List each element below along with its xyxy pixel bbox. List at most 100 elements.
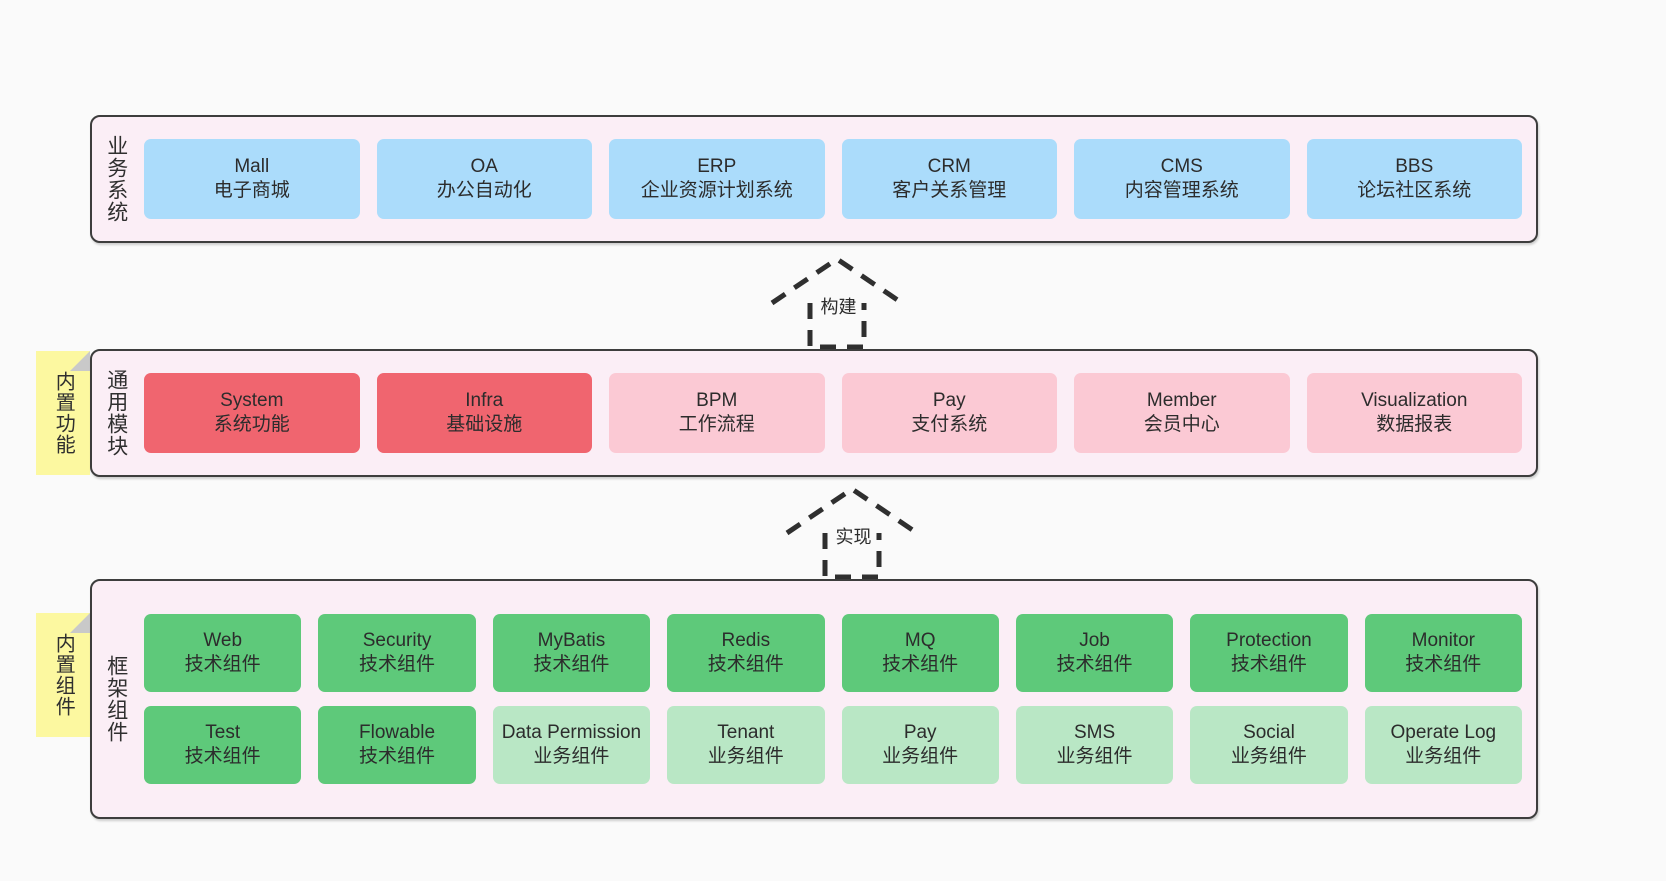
component-card-social[interactable]: Social 业务组件: [1190, 706, 1348, 784]
card-subtitle: 技术组件: [184, 654, 261, 675]
card-title: Web: [203, 630, 243, 652]
card-title: Mall: [234, 156, 270, 178]
component-card-sms[interactable]: SMS 业务组件: [1015, 706, 1174, 784]
component-row: System 系统功能 Infra 基础设施 BPM 工作流程 Pay 支付系统…: [144, 373, 1522, 453]
component-card-visualization[interactable]: Visualization 数据报表: [1306, 373, 1522, 453]
component-card-bpm[interactable]: BPM 工作流程: [609, 373, 825, 453]
card-subtitle: 内容管理系统: [1124, 180, 1239, 201]
card-subtitle: 论坛社区系统: [1357, 180, 1472, 201]
note-text: 内置组件: [52, 633, 75, 717]
card-title: Pay: [932, 390, 966, 412]
connector-label-build: 构建: [820, 297, 857, 317]
card-title: BBS: [1395, 156, 1434, 178]
connector-label-realize: 实现: [835, 527, 872, 547]
card-title: Protection: [1226, 630, 1312, 652]
component-card-mq[interactable]: MQ 技术组件: [841, 614, 999, 692]
card-subtitle: 技术组件: [533, 654, 610, 675]
layer-body-framework-component: Web 技术组件 Security 技术组件 MyBatis 技术组件 Redi…: [140, 581, 1536, 817]
card-title: Data Permission: [501, 722, 642, 744]
component-card-job[interactable]: Job 技术组件: [1015, 614, 1174, 692]
component-card-monitor[interactable]: Monitor 技术组件: [1364, 614, 1522, 692]
component-row: Mall 电子商城 OA 办公自动化 ERP 企业资源计划系统 CRM 客户关系…: [144, 139, 1522, 219]
note-builtin-components: 内置组件: [36, 613, 90, 737]
card-subtitle: 业务组件: [1405, 746, 1482, 767]
card-title: Job: [1079, 630, 1110, 652]
component-row: Web 技术组件 Security 技术组件 MyBatis 技术组件 Redi…: [144, 614, 1522, 692]
component-card-test[interactable]: Test 技术组件: [144, 706, 302, 784]
card-title: SMS: [1073, 722, 1116, 744]
card-subtitle: 会员中心: [1143, 414, 1220, 435]
layer-body-common-module: System 系统功能 Infra 基础设施 BPM 工作流程 Pay 支付系统…: [140, 351, 1536, 475]
card-title: MQ: [904, 630, 936, 652]
card-subtitle: 技术组件: [1405, 654, 1482, 675]
connector-build: 构建: [762, 253, 912, 349]
layer-label-common-module: 通用模块: [104, 369, 128, 457]
component-card-flowable[interactable]: Flowable 技术组件: [318, 706, 476, 784]
card-title: CMS: [1160, 156, 1203, 178]
card-subtitle: 业务组件: [533, 746, 610, 767]
component-card-protection[interactable]: Protection 技术组件: [1190, 614, 1348, 692]
card-subtitle: 技术组件: [707, 654, 784, 675]
card-title: CRM: [927, 156, 971, 178]
component-card-bbs[interactable]: BBS 论坛社区系统: [1306, 139, 1522, 219]
card-subtitle: 业务组件: [1230, 746, 1307, 767]
component-card-redis[interactable]: Redis 技术组件: [667, 614, 825, 692]
dashed-generalization-arrow-icon: [770, 255, 904, 349]
card-title: MyBatis: [537, 630, 606, 652]
note-text: 内置功能: [52, 371, 75, 455]
layer-business-system: 业务系统 Mall 电子商城 OA 办公自动化 ERP 企业资源计划系统 CRM…: [90, 115, 1538, 243]
card-subtitle: 电子商城: [213, 180, 290, 201]
component-card-member[interactable]: Member 会员中心: [1074, 373, 1290, 453]
component-card-pay[interactable]: Pay 支付系统: [841, 373, 1057, 453]
component-card-web[interactable]: Web 技术组件: [144, 614, 302, 692]
card-subtitle: 支付系统: [911, 414, 988, 435]
component-card-operate-log[interactable]: Operate Log 业务组件: [1364, 706, 1522, 784]
card-subtitle: 系统功能: [213, 414, 290, 435]
component-card-security[interactable]: Security 技术组件: [318, 614, 476, 692]
component-card-mybatis[interactable]: MyBatis 技术组件: [492, 614, 651, 692]
layer-framework-component: 框架组件 Web 技术组件 Security 技术组件 MyBatis 技术组件…: [90, 579, 1538, 819]
component-card-infra[interactable]: Infra 基础设施: [376, 373, 592, 453]
card-title: Flowable: [359, 722, 436, 744]
card-title: OA: [470, 156, 498, 178]
card-title: BPM: [696, 390, 738, 412]
card-title: Pay: [903, 722, 937, 744]
card-title: ERP: [697, 156, 737, 178]
card-subtitle: 技术组件: [1056, 654, 1133, 675]
layer-label-framework-component: 框架组件: [104, 655, 128, 743]
component-card-erp[interactable]: ERP 企业资源计划系统: [609, 139, 825, 219]
card-title: System: [220, 390, 284, 412]
card-title: Infra: [465, 390, 504, 412]
component-card-tenant[interactable]: Tenant 业务组件: [667, 706, 825, 784]
dashed-generalization-arrow-icon: [785, 485, 919, 579]
card-subtitle: 工作流程: [678, 414, 755, 435]
card-title: Redis: [721, 630, 771, 652]
component-card-crm[interactable]: CRM 客户关系管理: [841, 139, 1057, 219]
card-subtitle: 业务组件: [882, 746, 959, 767]
card-title: Test: [205, 722, 241, 744]
card-subtitle: 技术组件: [359, 654, 436, 675]
card-subtitle: 技术组件: [882, 654, 959, 675]
card-title: Visualization: [1361, 390, 1468, 412]
layer-common-module: 通用模块 System 系统功能 Infra 基础设施 BPM 工作流程 Pay…: [90, 349, 1538, 477]
component-card-data-permission[interactable]: Data Permission 业务组件: [492, 706, 651, 784]
connector-realize: 实现: [777, 483, 927, 579]
card-title: Social: [1243, 722, 1295, 744]
card-subtitle: 技术组件: [184, 746, 261, 767]
card-subtitle: 数据报表: [1376, 414, 1453, 435]
card-subtitle: 业务组件: [1056, 746, 1133, 767]
card-subtitle: 办公自动化: [436, 180, 532, 201]
card-subtitle: 企业资源计划系统: [640, 180, 793, 201]
card-subtitle: 技术组件: [359, 746, 436, 767]
component-card-pay-business[interactable]: Pay 业务组件: [841, 706, 999, 784]
component-card-mall[interactable]: Mall 电子商城: [144, 139, 360, 219]
layer-label-business-system: 业务系统: [104, 135, 128, 223]
note-builtin-features: 内置功能: [36, 351, 90, 475]
component-card-cms[interactable]: CMS 内容管理系统: [1074, 139, 1290, 219]
component-card-system[interactable]: System 系统功能: [144, 373, 360, 453]
card-subtitle: 客户关系管理: [892, 180, 1007, 201]
card-title: Operate Log: [1390, 722, 1497, 744]
card-title: Member: [1146, 390, 1217, 412]
component-card-oa[interactable]: OA 办公自动化: [376, 139, 592, 219]
component-row: Test 技术组件 Flowable 技术组件 Data Permission …: [144, 706, 1522, 784]
